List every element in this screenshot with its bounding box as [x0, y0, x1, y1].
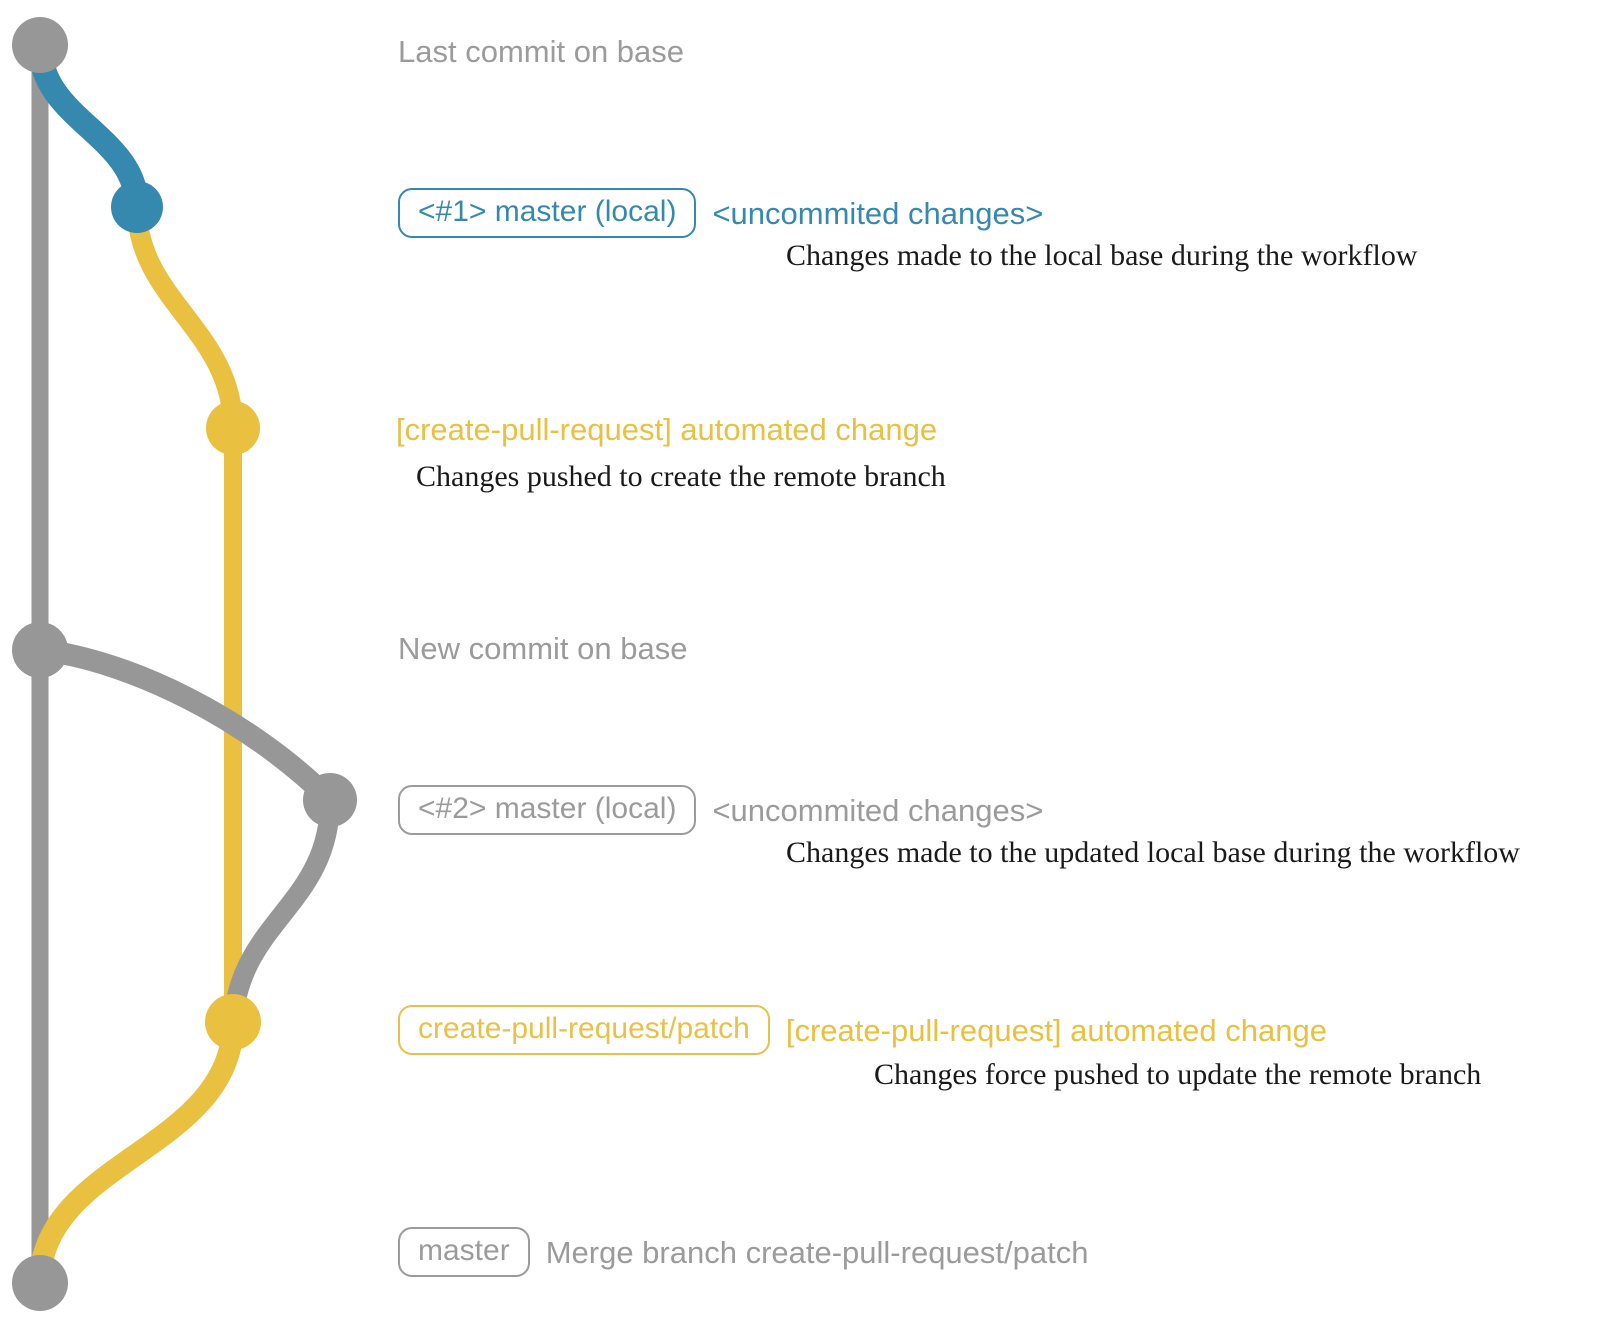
- commit-row-new-commit-on-base: New commit on base: [398, 633, 687, 664]
- commit-graph: [12, 17, 357, 1311]
- commit-node-automated-change-2[interactable]: [205, 994, 261, 1050]
- commit-node-master-local-1[interactable]: [111, 181, 163, 233]
- commit-subject: <uncommited changes>: [712, 792, 1044, 828]
- commit-row-merge: master Merge branch create-pull-request/…: [398, 1227, 1088, 1277]
- commit-subject: Last commit on base: [398, 34, 685, 69]
- edge-local2-to-patch2: [223, 790, 340, 1032]
- commit-description: Changes force pushed to update the remot…: [874, 1058, 1482, 1091]
- commit-description: Changes pushed to create the remote bran…: [416, 460, 946, 493]
- commit-node-last-commit-on-base[interactable]: [12, 17, 68, 73]
- commit-row-automated-change-1: [create-pull-request] automated change: [396, 414, 937, 445]
- branch-pill-master-local-2[interactable]: <#2> master (local): [398, 785, 697, 835]
- edge-patch2-to-merge: [29, 1011, 244, 1294]
- commit-subject: [create-pull-request] automated change: [785, 1012, 1327, 1048]
- commit-row-last-commit-on-base: Last commit on base: [398, 36, 684, 67]
- branch-pill-master-local-1[interactable]: <#1> master (local): [398, 188, 697, 238]
- commit-node-master-local-2[interactable]: [303, 773, 357, 827]
- commit-row-master-local-1: <#1> master (local) <uncommited changes>: [398, 188, 1043, 238]
- commit-subject: Merge branch create-pull-request/patch: [545, 1234, 1089, 1270]
- commit-node-automated-change-1[interactable]: [206, 401, 260, 455]
- commit-row-patch-branch: create-pull-request/patch [create-pull-r…: [398, 1005, 1327, 1055]
- commit-node-merge[interactable]: [12, 1255, 68, 1311]
- commit-subject: [create-pull-request] automated change: [396, 412, 938, 447]
- commit-subject: New commit on base: [398, 631, 688, 666]
- edge-base2-to-local2: [29, 639, 341, 811]
- commit-subject: <uncommited changes>: [712, 195, 1044, 231]
- commit-row-master-local-2: <#2> master (local) <uncommited changes>: [398, 785, 1043, 835]
- commit-description: Changes made to the local base during th…: [786, 239, 1418, 272]
- branch-pill-create-pull-request-patch[interactable]: create-pull-request/patch: [398, 1005, 770, 1055]
- commit-node-new-commit-on-base[interactable]: [12, 622, 68, 678]
- branch-pill-master[interactable]: master: [398, 1227, 530, 1277]
- edge-local1-to-patch1: [127, 197, 243, 438]
- commit-description: Changes made to the updated local base d…: [786, 836, 1520, 869]
